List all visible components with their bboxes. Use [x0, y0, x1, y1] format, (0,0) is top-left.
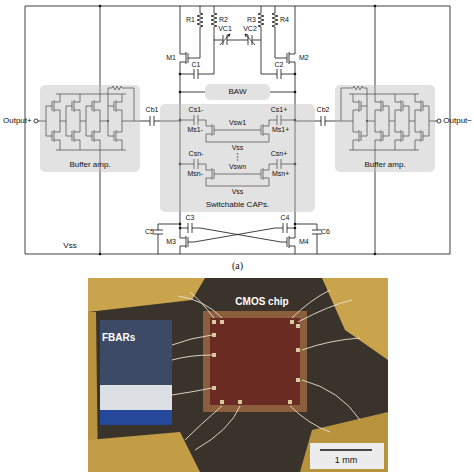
part-name: Msn-	[187, 170, 203, 177]
bond-wire	[195, 406, 240, 450]
part-name: VC1	[218, 25, 232, 32]
part-name: Ms1-	[187, 126, 203, 133]
cmos-die	[203, 311, 307, 412]
bond-pad	[296, 324, 300, 328]
schematic	[25, 5, 450, 256]
bond-wire	[290, 406, 330, 432]
block-label: BAW	[229, 88, 247, 97]
bond-wire	[172, 290, 360, 450]
port-name: Output+	[3, 117, 32, 125]
part-name: M4	[299, 238, 309, 245]
signal-name: Vsw1	[229, 119, 246, 126]
signal-name: Vswn	[229, 163, 246, 170]
bond-wire	[292, 290, 330, 318]
gold-lead	[88, 278, 205, 312]
signal-name: Vss	[232, 144, 244, 151]
part-name: R1	[186, 16, 195, 23]
bond-wire	[185, 406, 222, 440]
part-name: Csn-	[189, 150, 204, 157]
bond-wire	[172, 388, 212, 395]
amplifier-block: Buffer amp.	[335, 85, 435, 172]
part-name: Msn+	[272, 170, 289, 177]
part-name: Cb2	[317, 106, 330, 113]
part-name: C1	[192, 61, 201, 68]
cmos-die	[210, 318, 300, 405]
bond-wire	[172, 335, 212, 345]
part-name: R2	[219, 16, 228, 23]
part-name: C6	[321, 228, 330, 235]
bond-pad	[288, 400, 292, 404]
bond-pad	[212, 353, 216, 357]
signal-name: Vss	[63, 242, 76, 250]
bond-pad	[290, 320, 294, 324]
part-name: M3	[166, 238, 176, 245]
panel-letter: (a)	[232, 261, 243, 272]
photo-ground	[88, 278, 388, 472]
gold-lead	[88, 432, 200, 472]
part-name: M1	[166, 54, 176, 61]
part-name: R4	[280, 16, 289, 23]
bond-wire	[302, 380, 360, 420]
part-name: M2	[299, 54, 309, 61]
bond-wire	[178, 296, 222, 318]
part-name: R3	[247, 16, 256, 23]
bond-pad	[212, 320, 300, 404]
part-name: Cb1	[146, 106, 159, 113]
bond-pad	[212, 386, 216, 390]
part-name: Cs1-	[189, 106, 204, 113]
part-name: C5	[145, 228, 154, 235]
amplifier-block: Buffer amp.	[40, 85, 140, 172]
resonator-box: BAW	[205, 84, 270, 100]
gold-lead	[300, 412, 388, 472]
bond-wire	[190, 292, 214, 318]
bond-pad	[220, 400, 224, 404]
part-name: C3	[186, 214, 195, 221]
fbar-die	[100, 385, 172, 410]
chip-photo	[88, 278, 388, 472]
part-name: Csn+	[271, 150, 288, 157]
block-label: Buffer amp.	[69, 161, 110, 170]
bond-wire	[172, 355, 212, 360]
photo-label: CMOS chip	[235, 297, 288, 308]
bond-pad	[212, 333, 216, 337]
fbar-die	[100, 410, 172, 425]
signal-name: Vss	[232, 188, 244, 195]
part-name: Ms1+	[272, 126, 289, 133]
block-label: Switchable CAPs.	[206, 201, 270, 210]
part-name: VC2	[243, 25, 257, 32]
part-name: C4	[281, 214, 290, 221]
gold-lead	[322, 278, 388, 360]
fbar-die	[100, 320, 172, 385]
bond-pad	[220, 320, 224, 324]
bond-pad	[296, 378, 300, 382]
bond-pad	[212, 320, 216, 324]
block-label: Buffer amp.	[364, 161, 405, 170]
port-name: Output−	[443, 117, 472, 125]
bond-wire	[302, 338, 360, 350]
scale-bar	[320, 449, 372, 451]
scale-box	[310, 443, 384, 469]
bond-pad	[238, 400, 242, 404]
scale-label: 1 mm	[335, 456, 358, 465]
part-name: Cs1+	[271, 106, 288, 113]
photo-label: FBARs	[102, 333, 135, 344]
bond-wire	[298, 300, 352, 322]
bond-pad	[296, 348, 300, 352]
part-name: C2	[275, 61, 284, 68]
